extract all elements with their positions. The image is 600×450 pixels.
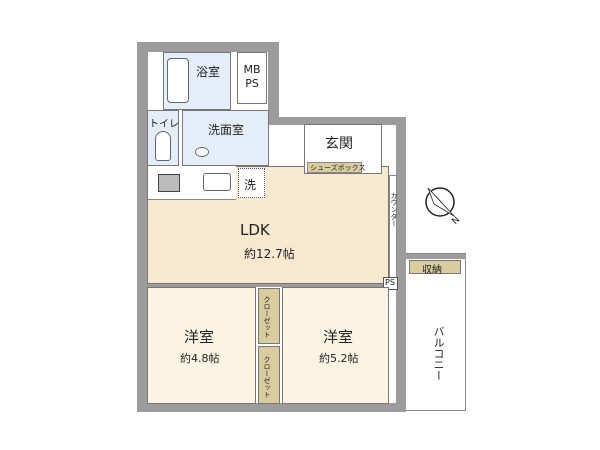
wall-bottom [137,403,406,412]
wall-entrance-top [268,117,405,125]
ps-label: PS [385,278,395,287]
balcony-label: バルコニー [432,326,445,381]
washer-label: 洗 [244,178,257,192]
wall-left [137,42,148,412]
kitchen-counter [148,166,236,200]
washer-space: 洗 [238,168,265,198]
toilet: トイレ [147,110,179,166]
storage-label: 収納 [422,265,442,276]
entrance: 玄関 [304,124,382,174]
wall-right [396,117,406,412]
kitchen-sink-icon [203,173,231,191]
counter-label: カウンター [390,192,398,227]
closet-1: クローゼット [258,288,280,344]
ldk-size: 約12.7帖 [244,247,295,261]
ldk-label: LDK [240,221,270,239]
wall-mbps-right [268,42,279,122]
wall-top [137,42,279,52]
room2-label: 洋室 [323,328,354,346]
counter: カウンター [389,175,398,279]
room2-size: 約5.2帖 [319,352,359,365]
mbps-label: MB PS [243,63,261,90]
balcony-wall [406,254,466,259]
sink-icon [195,147,209,157]
room1-label: 洋室 [184,328,215,346]
wall-mid [147,283,388,287]
bathroom: 浴室 [163,52,231,110]
shoebox-label: シューズボックス [310,164,366,172]
bath-label: 浴室 [196,65,221,79]
stove-icon [158,174,180,192]
western-room-1: 洋室 約4.8帖 [147,287,256,404]
toilet-label: トイレ [149,119,179,130]
closet2-label: クローゼット [263,356,271,398]
balcony: 収納 バルコニー [406,253,466,411]
shoe-box: シューズボックス [307,162,366,173]
washroom: 洗面室 [182,110,269,166]
storage: 収納 [409,260,461,276]
compass-icon [425,187,455,217]
toilet-icon [155,131,171,161]
western-room-2: 洋室 約5.2帖 [282,287,389,404]
mbps: MB PS [237,52,267,104]
washroom-label: 洗面室 [208,123,245,137]
room1-size: 約4.8帖 [180,352,220,365]
closet-2: クローゼット [258,346,280,404]
entrance-label: 玄関 [325,136,353,152]
ps-box: PS [383,277,398,290]
closet1-label: クローゼット [263,296,271,338]
bathtub-icon [167,58,189,103]
